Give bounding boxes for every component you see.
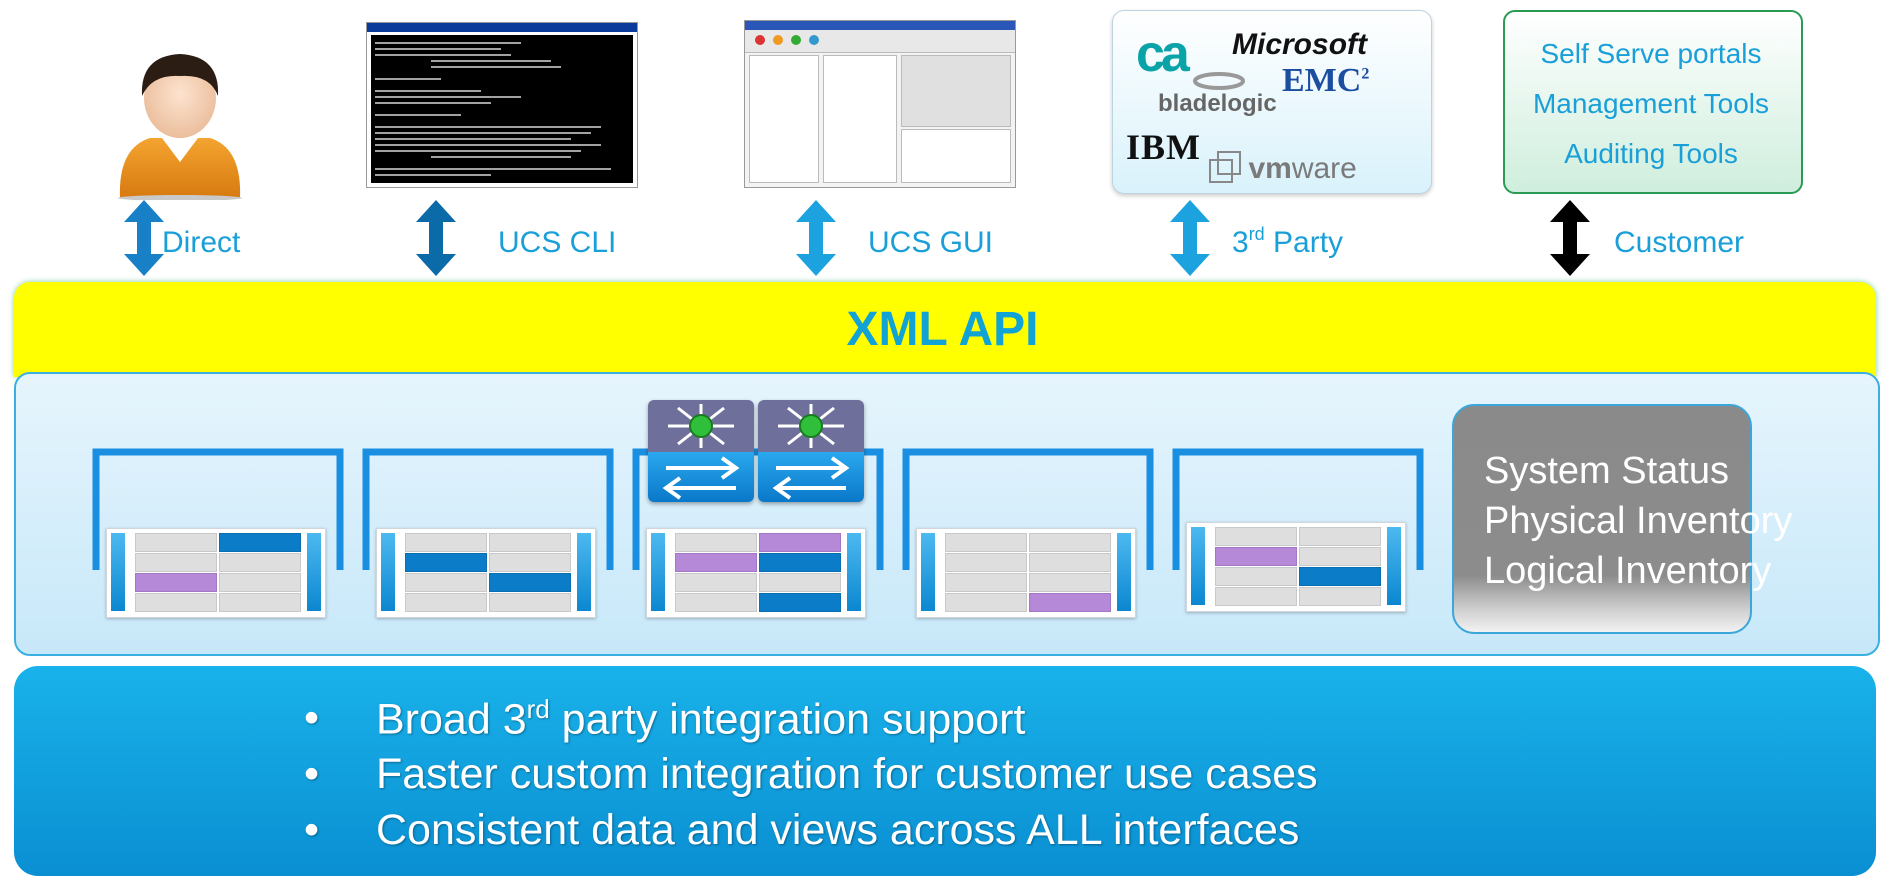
bladelogic-swoosh-icon [1192, 70, 1246, 97]
status-line: Logical Inventory [1484, 550, 1772, 592]
double-arrow-icon [1550, 200, 1590, 276]
double-arrow-icon [416, 200, 456, 276]
customer-tool-item: Auditing Tools [1564, 138, 1738, 169]
access-label-gui: UCS GUI [868, 226, 994, 259]
customer-tool-item: Management Tools [1532, 88, 1770, 119]
benefit-1-main: Broad 3 [376, 695, 527, 744]
vmware-logo: vmware [1208, 150, 1357, 188]
fabric-interconnect-a [648, 400, 754, 502]
vmware-cube-icon [1209, 151, 1241, 183]
xml-api-band [14, 282, 1876, 377]
user-avatar-icon [110, 38, 250, 201]
third-party-num: 3 [1232, 226, 1249, 259]
customer-tool-item: Self Serve portals [1540, 38, 1762, 69]
bullet: • [304, 806, 320, 854]
blade-chassis [646, 528, 866, 618]
blade-chassis [1186, 522, 1406, 612]
double-arrow-icon [796, 200, 836, 276]
switch-arrows-icon [772, 456, 850, 500]
emc-logo-text: EMC [1282, 62, 1362, 99]
xml-api-title: XML API [846, 303, 1039, 356]
cli-terminal-screenshot [366, 22, 638, 188]
benefit-2-text: Faster custom integration for customer u… [376, 750, 1318, 798]
benefit-1-sup: rd [526, 694, 550, 724]
third-party-logo-panel [1112, 10, 1432, 194]
blade-chassis [376, 528, 596, 618]
benefit-1-rest: party integration support [549, 695, 1026, 744]
access-label-third-party: 3rd Party [1232, 224, 1344, 260]
switch-atom-icon [668, 404, 734, 448]
emc-logo-sup: 2 [1361, 65, 1370, 83]
third-party-sup: rd [1248, 224, 1265, 244]
fabric-interconnect-b [758, 400, 864, 502]
double-arrow-icon [1170, 200, 1210, 276]
benefit-item: • Faster custom integration for customer… [304, 750, 1318, 799]
access-label-cli: UCS CLI [498, 226, 617, 259]
blade-chassis [916, 528, 1136, 618]
third-party-rest: Party [1264, 226, 1344, 259]
benefit-3-text: Consistent data and views across ALL int… [376, 806, 1300, 854]
vmware-vm: vm [1248, 152, 1292, 185]
benefits-panel [14, 666, 1876, 876]
ca-logo: ca [1136, 25, 1190, 83]
bladelogic-logo: bladelogic [1158, 90, 1277, 117]
benefit-item: • Consistent data and views across ALL i… [304, 806, 1300, 855]
status-line: System Status [1484, 450, 1729, 492]
customer-tools-panel [1503, 10, 1803, 194]
switch-atom-icon [778, 404, 844, 448]
switch-arrows-icon [662, 456, 740, 500]
status-line: Physical Inventory [1484, 500, 1793, 542]
benefit-item: • Broad 3rd party integration support [304, 694, 1026, 744]
microsoft-logo: Microsoft [1232, 28, 1367, 61]
double-arrow-icon [124, 200, 164, 276]
bullet: • [304, 694, 320, 742]
vmware-ware: ware [1291, 152, 1357, 185]
blade-chassis [106, 528, 326, 618]
access-label-direct: Direct [162, 226, 241, 259]
emc-logo: EMC2 [1282, 62, 1369, 100]
gui-screenshot [744, 20, 1016, 188]
access-label-customer: Customer [1614, 226, 1745, 259]
status-box [1452, 404, 1752, 634]
ibm-logo: IBM [1126, 127, 1201, 167]
bullet: • [304, 750, 320, 798]
